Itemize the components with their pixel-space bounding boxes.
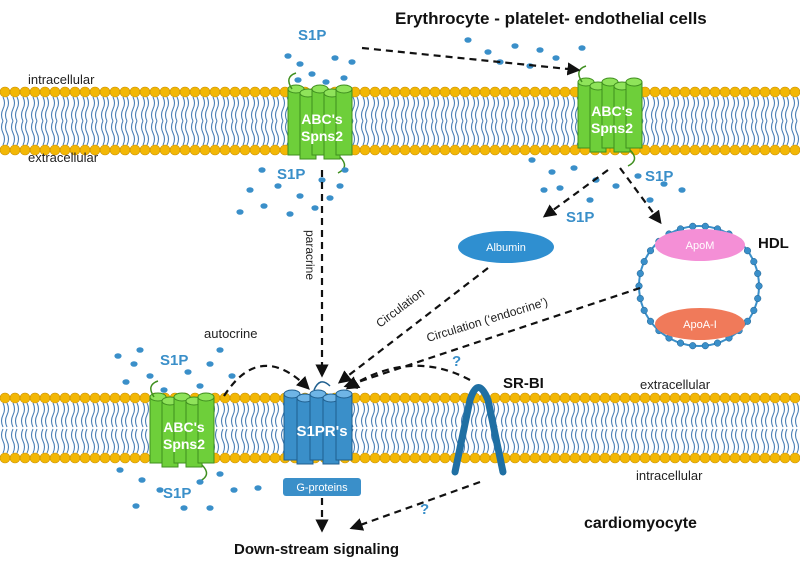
- arrow-srbi-to-receptor: [345, 364, 471, 390]
- g-proteins-label: G-proteins: [296, 482, 348, 494]
- transporter-bottom-left-label-2: Spns2: [163, 436, 205, 452]
- arrow-top-to-right-transporter: [361, 46, 581, 76]
- cardiomyocyte-label: cardiomyocyte: [584, 515, 697, 532]
- srbi-receptor: [451, 384, 507, 476]
- apoa1-protein: [655, 308, 745, 340]
- s1p-label-bottom-extracellular: S1P: [160, 352, 188, 369]
- autocrine-label: autocrine: [204, 326, 257, 341]
- circulation-endocrine-label: Circulation (‘endocrine’): [425, 295, 550, 345]
- receptor-label: S1PR's: [296, 423, 347, 440]
- extracellular-label-top: extracellular: [28, 150, 99, 165]
- transporter-left-top-label-1: ABC's: [301, 111, 343, 127]
- paracrine-label: paracrine: [303, 230, 317, 280]
- albumin-label: Albumin: [486, 242, 526, 254]
- arrow-to-albumin: [542, 169, 609, 218]
- hdl-label: HDL: [758, 235, 789, 252]
- apom-protein: [655, 229, 745, 261]
- albumin-carrier: [458, 231, 554, 263]
- srbi-label: SR-BI: [503, 375, 544, 392]
- transporter-left-top: [287, 72, 353, 174]
- transporter-bottom-left: [149, 380, 215, 482]
- s1p-label-top: S1P: [298, 27, 326, 44]
- g-proteins-box: [283, 478, 361, 496]
- downstream-signaling-label: Down-stream signaling: [234, 541, 399, 558]
- s1p-label-right-released: S1P: [566, 209, 594, 226]
- arrow-srbi-to-downstream: [349, 480, 481, 531]
- transporter-bottom-left-label-1: ABC's: [163, 419, 205, 435]
- intracellular-label-bottom: intracellular: [636, 468, 703, 483]
- s1p-label-left-extracellular: S1P: [277, 166, 305, 183]
- intracellular-label-top: intracellular: [28, 72, 95, 87]
- transporter-right-top-label-2: Spns2: [591, 120, 633, 136]
- apoa1-label: ApoA-I: [683, 319, 717, 331]
- s1p-label-bottom-intracellular: S1P: [163, 485, 191, 502]
- question-mark-downstream: ?: [420, 501, 429, 518]
- s1p-label-right-extracellular: S1P: [645, 168, 673, 185]
- apom-label: ApoM: [686, 240, 715, 252]
- extracellular-label-bottom: extracellular: [640, 377, 711, 392]
- transporter-right-top-label-1: ABC's: [591, 103, 633, 119]
- diagram-title: Erythrocyte - platelet- endothelial cell…: [395, 9, 707, 28]
- transporter-left-top-label-2: Spns2: [301, 128, 343, 144]
- arrow-hdl-circulation: [343, 286, 641, 389]
- s1p-receptor: [283, 381, 353, 465]
- question-mark-srbi: ?: [452, 353, 461, 370]
- transporter-right-top: [577, 65, 643, 167]
- s1p-molecules: [114, 37, 686, 511]
- lower-cell-membrane: [0, 392, 800, 464]
- arrow-autocrine: [223, 364, 310, 397]
- upper-cell-membrane: [0, 86, 800, 156]
- circulation-label: Circulation: [373, 285, 427, 330]
